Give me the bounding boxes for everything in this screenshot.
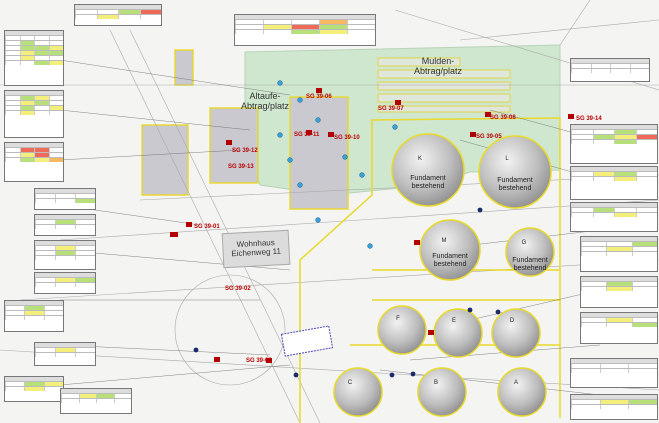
sample-label: SG 39-12	[232, 148, 258, 154]
wohnhaus: WohnhausEichenweg 11	[221, 229, 291, 269]
navy-markers	[193, 207, 501, 378]
data-table	[4, 300, 64, 332]
sample-label: SG 39-01	[194, 224, 220, 230]
sample-label: SG 39-08	[490, 115, 516, 121]
data-table	[570, 166, 658, 200]
sample-label: SG 39-02	[225, 286, 251, 292]
tank-letter: G	[522, 240, 527, 246]
sample-label: SG 39-03	[246, 358, 272, 364]
tank-letter: K	[418, 156, 422, 162]
sample-label: SG 39-06	[306, 94, 332, 100]
data-table	[580, 312, 658, 344]
data-table	[4, 30, 64, 86]
sample-labels: SG 39-06 SG 39-07 SG 39-08 SG 39-10 SG 3…	[194, 94, 602, 364]
mulden-label: Mulden-Abtrag/platz	[414, 56, 463, 76]
mulden-stripes	[377, 57, 511, 113]
data-table	[34, 272, 96, 294]
data-table	[570, 58, 650, 82]
tank-letter: C	[348, 380, 353, 386]
data-table	[34, 342, 96, 366]
tank-letter: F	[396, 316, 400, 322]
buildings	[141, 49, 349, 210]
data-table	[580, 236, 658, 272]
sample-flags	[170, 88, 574, 363]
altaufe-label: Altaufe-Abtrag/platz	[241, 91, 290, 111]
tank-letter: D	[510, 318, 515, 324]
data-table	[570, 124, 658, 164]
tank-letter: B	[434, 380, 438, 386]
svg-text:WohnhausEichenweg 11: WohnhausEichenweg 11	[231, 238, 282, 259]
tanks	[333, 133, 555, 417]
data-table	[4, 376, 64, 402]
data-table	[570, 394, 658, 420]
data-table	[580, 276, 658, 308]
sample-label: SG 39-05	[476, 134, 502, 140]
data-table	[34, 214, 96, 236]
blue-markers	[277, 80, 398, 249]
data-table	[60, 388, 132, 414]
data-table	[570, 358, 658, 388]
data-table	[234, 14, 376, 46]
data-table	[570, 202, 658, 232]
sample-label: SG 39-11	[294, 132, 320, 138]
sample-label: SG 39-14	[576, 116, 602, 122]
sample-label: SG 39-10	[334, 135, 360, 141]
data-table	[4, 90, 64, 138]
small-structure	[280, 325, 334, 357]
sample-label: SG 39-07	[378, 106, 404, 112]
data-table	[4, 142, 64, 182]
tank-letter: E	[452, 318, 456, 324]
tank-letters: K L M G F E D C B A	[348, 156, 527, 386]
data-table	[74, 4, 162, 26]
data-table	[34, 188, 96, 210]
tank-letter: M	[442, 238, 447, 244]
sample-label: SG 39-13	[228, 164, 254, 170]
tank-letter: L	[505, 156, 509, 162]
tank-letter: A	[514, 380, 518, 386]
data-table	[34, 240, 96, 270]
